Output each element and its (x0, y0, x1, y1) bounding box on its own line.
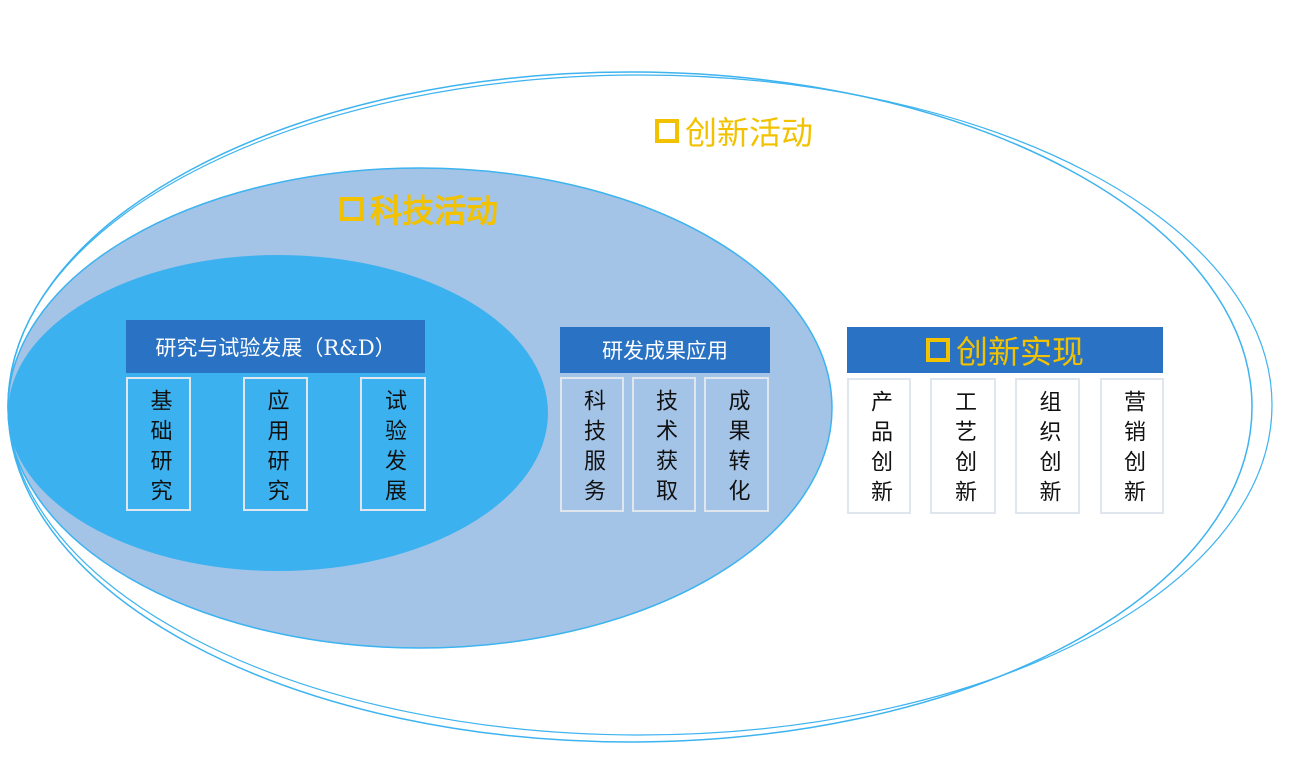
header-text: 创新实现 (955, 333, 1084, 371)
rd-application-item: 成果转化 (704, 377, 769, 512)
innovation-activity-label: 创新活动 (655, 108, 813, 154)
rd-header: 研究与试验发展（R&D） (126, 320, 425, 373)
innovation-realization-item: 工艺创新 (930, 378, 996, 514)
item-text: 应用研究 (263, 389, 289, 509)
item-text: 工艺创新 (951, 390, 976, 510)
innovation-realization-item: 组织创新 (1015, 378, 1080, 514)
item-text: 试验发展 (381, 389, 406, 509)
item-text: 成果转化 (724, 389, 750, 509)
rd-item: 应用研究 (243, 377, 308, 511)
item-text: 营销创新 (1120, 390, 1145, 510)
label-text: 创新活动 (685, 114, 814, 152)
sci-tech-activity-label: 科技活动 (340, 186, 498, 232)
label-text: 科技活动 (370, 192, 499, 230)
item-text: 产品创新 (867, 390, 892, 510)
innovation-realization-header: 创新实现 (847, 327, 1163, 373)
innovation-realization-item: 产品创新 (847, 378, 911, 514)
item-text: 基础研究 (146, 389, 172, 509)
innovation-realization-item: 营销创新 (1100, 378, 1164, 514)
rd-item: 试验发展 (360, 377, 426, 511)
item-text: 技术获取 (652, 389, 677, 509)
square-icon (925, 338, 950, 362)
rd-application-item: 科技服务 (560, 377, 624, 512)
item-text: 组织创新 (1035, 390, 1061, 510)
rd-application-header: 研发成果应用 (560, 327, 770, 373)
item-text: 科技服务 (580, 389, 605, 509)
square-icon (655, 119, 679, 143)
square-icon (340, 197, 364, 221)
rd-application-item: 技术获取 (632, 377, 696, 512)
rd-item: 基础研究 (126, 377, 191, 511)
